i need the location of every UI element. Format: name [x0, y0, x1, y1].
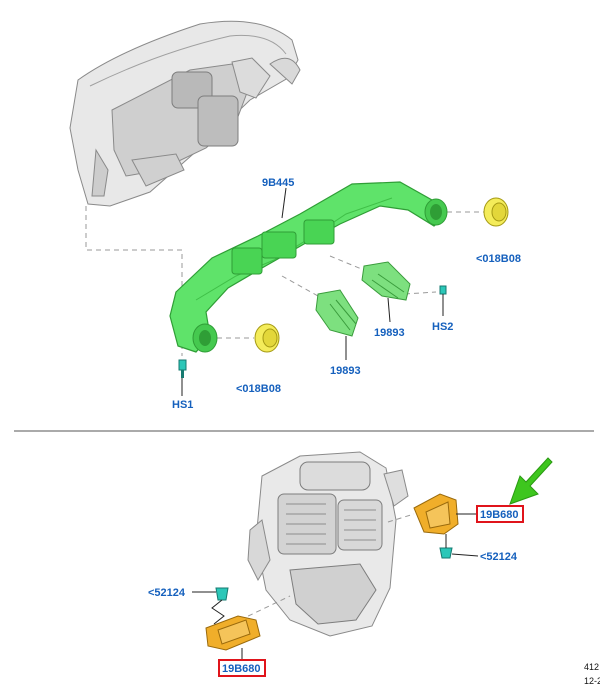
air-duct-icon — [169, 181, 448, 353]
center-duct-icon — [315, 261, 411, 360]
callout-bracket-right: 19B680 — [480, 509, 519, 521]
instrument-panel-icon — [69, 20, 301, 207]
vent-grille-icon — [254, 197, 509, 353]
callout-screw-left: HS1 — [172, 399, 193, 411]
callout-center-duct-right: 19893 — [374, 327, 405, 339]
pointer-arrow-icon — [509, 457, 553, 505]
callout-bracket-left: 19B680 — [222, 663, 261, 675]
callout-grille-left: <018B08 — [236, 383, 281, 395]
callout-main-duct: 9B445 — [262, 177, 294, 189]
screw-icon — [178, 285, 447, 396]
footer-line-1: 412 — [584, 662, 599, 672]
callout-screw-right: HS2 — [432, 321, 453, 333]
callout-clip-left: <52124 — [148, 587, 186, 599]
clip-icon — [192, 534, 479, 625]
hvac-unit-icon — [247, 451, 409, 637]
callout-clip-right: <52124 — [480, 551, 518, 563]
highlight-box-right — [476, 505, 524, 523]
callout-center-duct-left: 19893 — [330, 365, 361, 377]
leader-lines-bottom — [239, 513, 415, 621]
bracket-icon — [205, 493, 476, 660]
highlight-box-left — [218, 659, 266, 677]
callout-grille-right: <018B08 — [476, 253, 521, 265]
footer-line-2: 12-2 — [584, 676, 600, 686]
